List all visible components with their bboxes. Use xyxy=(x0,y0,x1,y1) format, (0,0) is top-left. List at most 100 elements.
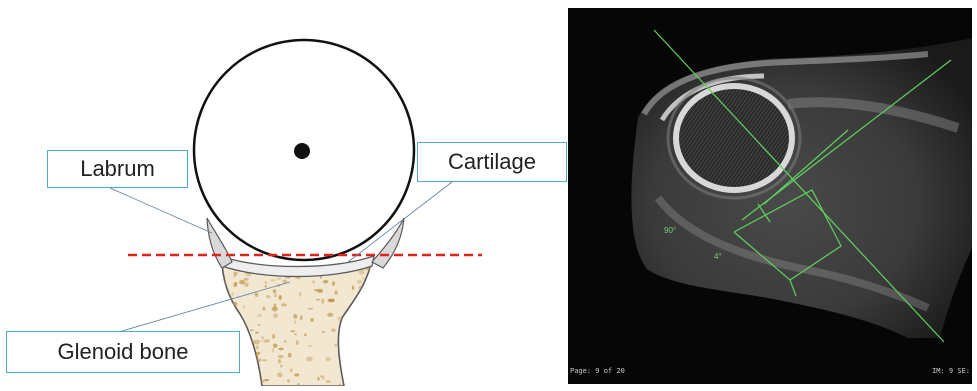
bone-speckle xyxy=(240,351,245,356)
bone-speckle xyxy=(255,332,259,334)
bone-speckle xyxy=(294,333,297,335)
bone-speckle xyxy=(364,375,370,379)
bone-speckle xyxy=(263,339,268,342)
bone-speckle xyxy=(347,371,353,375)
bone-speckle xyxy=(310,318,314,322)
bone-speckle xyxy=(368,320,374,324)
bone-speckle xyxy=(253,340,259,345)
bone-speckle xyxy=(355,334,357,336)
bone-speckle xyxy=(258,358,261,362)
bone-speckle xyxy=(293,314,297,319)
bone-speckle xyxy=(362,278,366,280)
bone-speckle xyxy=(296,340,299,345)
bone-speckle xyxy=(279,295,282,300)
bone-speckle xyxy=(368,297,370,301)
bone-speckle xyxy=(243,349,248,353)
bone-speckle xyxy=(322,376,325,380)
bone-speckle xyxy=(314,289,321,291)
bone-speckle xyxy=(280,365,283,368)
bone-speckle xyxy=(243,282,249,286)
bone-speckle xyxy=(369,344,372,348)
bone-speckle xyxy=(262,337,264,339)
bone-speckle xyxy=(362,362,366,364)
mri-humeral-head xyxy=(676,86,792,190)
bone-speckle xyxy=(317,377,319,381)
bone-speckle xyxy=(353,322,356,326)
cartilage-label: Cartilage xyxy=(448,149,536,175)
bone-speckle xyxy=(326,380,331,383)
bone-speckle xyxy=(347,354,352,359)
mri-page-label: Page: 9 of 20 xyxy=(570,367,625,375)
bone-speckle xyxy=(306,357,313,362)
bone-speckle xyxy=(335,344,338,346)
cartilage-label-box: Cartilage xyxy=(417,142,567,182)
bone-speckle xyxy=(290,369,293,372)
bone-speckle xyxy=(281,303,287,306)
bone-speckle xyxy=(278,359,281,363)
bone-speckle xyxy=(355,331,359,335)
bone-speckle xyxy=(327,313,333,317)
shoulder-schematic: Labrum Cartilage Glenoid bone xyxy=(0,0,560,386)
mri-scan xyxy=(568,8,972,384)
bone-speckle xyxy=(221,303,225,308)
bone-speckle xyxy=(345,354,350,358)
bone-speckle xyxy=(361,302,367,306)
bone-speckle xyxy=(235,282,237,286)
bone-speckle xyxy=(233,275,236,278)
schematic-drawing xyxy=(0,0,560,386)
bone-speckle xyxy=(235,321,241,323)
bone-speckle xyxy=(248,365,251,369)
bone-speckle xyxy=(294,320,296,324)
bone-speckle xyxy=(278,348,284,351)
bone-speckle xyxy=(255,365,258,367)
bone-speckle xyxy=(253,359,258,361)
bone-speckle xyxy=(262,359,267,361)
bone-speckle xyxy=(300,315,303,320)
bone-speckle xyxy=(322,331,325,333)
labrum-label: Labrum xyxy=(80,156,155,182)
bone-speckle xyxy=(258,324,260,326)
labrum-leader-line xyxy=(110,188,212,233)
bone-speckle xyxy=(256,352,261,355)
bone-speckle xyxy=(352,285,354,290)
bone-speckle xyxy=(274,293,277,297)
bone-speckle xyxy=(299,292,301,297)
bone-speckle xyxy=(357,280,362,284)
bone-speckle xyxy=(272,307,279,312)
glenoid-bone-label-box: Glenoid bone xyxy=(6,331,240,373)
bone-speckle xyxy=(354,307,357,309)
bone-speckle xyxy=(273,313,278,318)
bone-speckle xyxy=(353,315,357,319)
bone-speckle xyxy=(294,373,299,376)
bone-speckle xyxy=(243,381,245,386)
bone-speckle xyxy=(272,348,274,353)
bone-speckle xyxy=(308,345,312,347)
bone-speckle xyxy=(265,285,268,288)
bone-speckle xyxy=(316,299,320,301)
mri-image-label: IM: 9 SE: xyxy=(932,367,970,375)
bone-speckle xyxy=(221,309,226,312)
bone-speckle xyxy=(277,278,281,280)
glenoid-bone-label: Glenoid bone xyxy=(58,339,189,365)
bone-speckle xyxy=(273,344,278,348)
bone-speckle xyxy=(349,323,355,327)
bone-speckle xyxy=(247,345,250,349)
bone-speckle xyxy=(308,308,313,310)
labrum-label-box: Labrum xyxy=(47,150,188,188)
bone-speckle xyxy=(231,293,234,296)
bone-speckle xyxy=(352,346,357,351)
mri-angle-4-label: 4° xyxy=(714,252,722,261)
bone-speckle xyxy=(262,307,265,311)
bone-speckle xyxy=(270,279,275,281)
bone-speckle xyxy=(290,330,295,332)
bone-speckle xyxy=(287,379,290,382)
bone-speckle xyxy=(236,314,239,317)
bone-speckle xyxy=(348,326,354,329)
bone-speckle xyxy=(331,328,336,332)
bone-speckle xyxy=(363,305,367,308)
bone-speckle xyxy=(224,325,228,329)
bone-speckle xyxy=(243,305,246,308)
bone-speckle xyxy=(277,373,282,378)
bone-speckle xyxy=(288,353,292,358)
bone-speckle xyxy=(356,330,363,334)
